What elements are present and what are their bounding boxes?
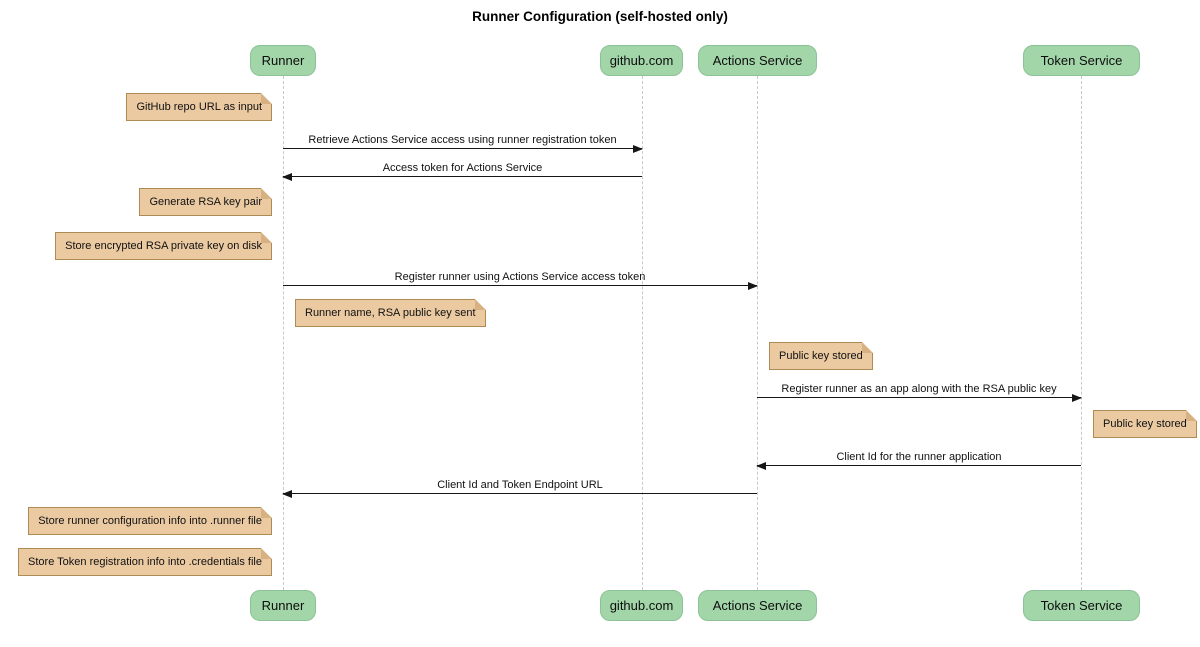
message-register-runner-as-app: Register runner as an app along with the… — [757, 379, 1082, 402]
participant-token-service-bottom: Token Service — [1023, 590, 1140, 621]
message-client-id-for-runner-application: Client Id for the runner application — [756, 447, 1081, 470]
message-label: Register runner using Actions Service ac… — [394, 271, 646, 283]
note-generate-rsa-key-pair: Generate RSA key pair — [139, 188, 272, 216]
participant-runner-top: Runner — [250, 45, 316, 76]
message-access-token-for-actions-service: Access token for Actions Service — [282, 158, 642, 181]
diagram-title: Runner Configuration (self-hosted only) — [472, 9, 728, 24]
participant-actions-service-top: Actions Service — [698, 45, 817, 76]
participant-actions-service-bottom: Actions Service — [698, 590, 817, 621]
note-store-runner-config: Store runner configuration info into .ru… — [28, 507, 272, 535]
arrowhead-right-icon — [633, 145, 643, 153]
arrowhead-right-icon — [748, 282, 758, 290]
participant-github-com-bottom: github.com — [600, 590, 683, 621]
note-github-repo-url: GitHub repo URL as input — [126, 93, 272, 121]
note-store-encrypted-rsa-private-key: Store encrypted RSA private key on disk — [55, 232, 272, 260]
message-register-runner: Register runner using Actions Service ac… — [283, 267, 758, 290]
lifeline-github-com — [642, 76, 643, 590]
arrowhead-left-icon — [756, 462, 766, 470]
note-store-token-registration: Store Token registration info into .cred… — [18, 548, 272, 576]
lifeline-token-service — [1081, 76, 1082, 590]
message-label: Client Id for the runner application — [836, 451, 1002, 463]
note-public-key-stored-token: Public key stored — [1093, 410, 1197, 438]
participant-token-service-top: Token Service — [1023, 45, 1140, 76]
arrowhead-right-icon — [1072, 394, 1082, 402]
message-retrieve-actions-service-access: Retrieve Actions Service access using ru… — [283, 130, 643, 153]
arrowhead-left-icon — [282, 490, 292, 498]
lifeline-runner — [283, 76, 284, 590]
note-public-key-stored-actions: Public key stored — [769, 342, 873, 370]
participant-github-com-top: github.com — [600, 45, 683, 76]
lifeline-actions-service — [757, 76, 758, 590]
message-label: Access token for Actions Service — [382, 162, 543, 174]
message-client-id-and-token-endpoint-url: Client Id and Token Endpoint URL — [282, 475, 757, 498]
message-label: Register runner as an app along with the… — [781, 383, 1057, 395]
message-label: Client Id and Token Endpoint URL — [437, 479, 603, 491]
message-label: Retrieve Actions Service access using ru… — [308, 134, 617, 146]
arrowhead-left-icon — [282, 173, 292, 181]
note-runner-name-rsa-public-key: Runner name, RSA public key sent — [295, 299, 486, 327]
participant-runner-bottom: Runner — [250, 590, 316, 621]
